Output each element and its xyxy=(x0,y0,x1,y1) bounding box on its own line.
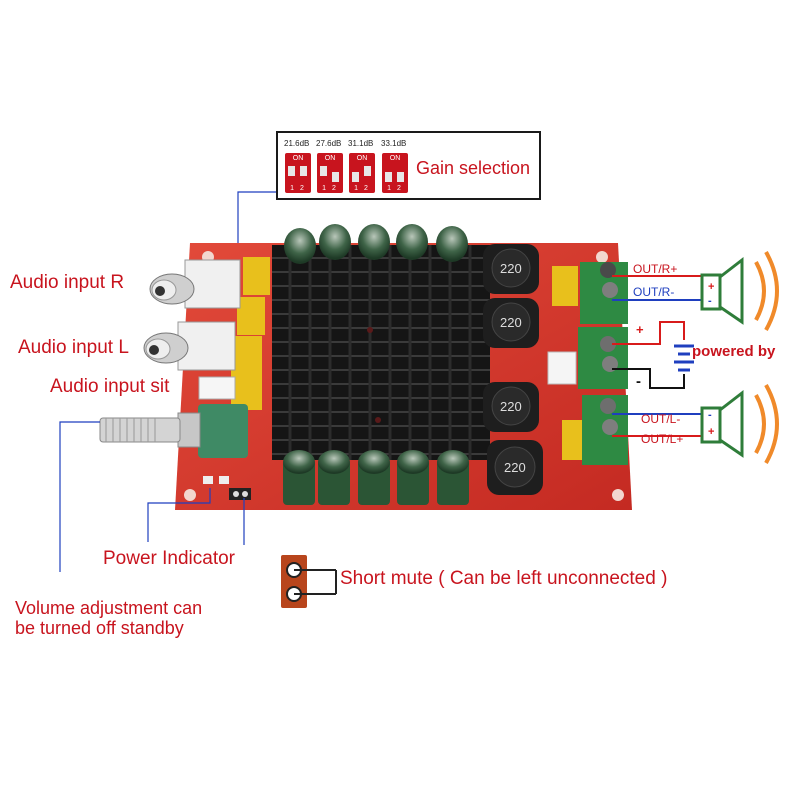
gain-option-label: 27.6dB xyxy=(316,139,342,148)
powered-by-label: powered by xyxy=(692,343,776,360)
mute-pins-board xyxy=(229,488,251,500)
out-r-minus-label: OUT/R- xyxy=(633,285,675,299)
gain-option-label: 33.1dB xyxy=(381,139,407,148)
dip-switch: ON 1 2 xyxy=(349,153,375,193)
dip-numbers: 1 2 xyxy=(290,185,306,192)
gain-option-label: 31.1dB xyxy=(348,139,374,148)
terminal-minus-r: - xyxy=(708,295,712,307)
power-indicator-label: Power Indicator xyxy=(103,548,236,569)
terminal-minus-l: - xyxy=(708,409,712,421)
dip-switch: ON 1 2 xyxy=(285,153,311,193)
short-mute-label: Short mute ( Can be left unconnected ) xyxy=(340,568,668,589)
speaker-terminal-l xyxy=(582,395,628,465)
rca-jack-l xyxy=(143,321,236,371)
out-r-plus-label: OUT/R+ xyxy=(633,262,678,276)
capacitors-top xyxy=(284,224,468,264)
terminal-plus-l: + xyxy=(708,426,714,438)
inductor-label: 220 xyxy=(504,460,526,475)
gain-option-label: 21.6dB xyxy=(284,139,310,148)
audio-input-r-label: Audio input R xyxy=(10,272,125,293)
inductors xyxy=(483,244,543,495)
out-l-minus-label: OUT/L- xyxy=(641,412,681,426)
audio-input-l-label: Audio input L xyxy=(18,337,129,358)
gain-selection-box: 21.6dB 27.6dB 31.1dB 33.1dB ON 1 2 ON 1 … xyxy=(276,131,541,200)
dip-switch: ON 1 2 xyxy=(382,153,408,193)
short-mute-connector xyxy=(281,555,337,608)
film-capacitors xyxy=(231,257,586,460)
out-l-plus-label: OUT/L+ xyxy=(641,432,684,446)
heatsink xyxy=(272,245,490,460)
volume-adjustment-label-line2: be turned off standby xyxy=(15,618,184,638)
power-minus: - xyxy=(636,373,641,390)
terminal-plus-r: + xyxy=(708,281,714,293)
dip-on-label: ON xyxy=(292,155,304,162)
dip-on-label: ON xyxy=(356,155,368,162)
dip-on-label: ON xyxy=(389,155,401,162)
gain-selection-label: Gain selection xyxy=(416,158,531,178)
capacitors-bottom xyxy=(283,450,469,505)
volume-potentiometer xyxy=(99,404,248,458)
audio-input-sit-label: Audio input sit xyxy=(50,376,170,397)
leader-lines xyxy=(59,191,278,572)
dip-switch: ON 1 2 xyxy=(317,153,343,193)
output-wires xyxy=(612,275,704,437)
power-led xyxy=(203,476,229,484)
power-terminal xyxy=(547,327,628,389)
rca-jack-r xyxy=(149,259,241,309)
dip-numbers: 1 2 xyxy=(322,185,338,192)
dip-numbers: 1 2 xyxy=(387,185,403,192)
speaker-icon-left xyxy=(700,384,779,464)
speaker-terminal-r xyxy=(580,262,628,324)
inductor-label: 220 xyxy=(500,261,522,276)
power-wires xyxy=(612,321,694,389)
inductor-label: 220 xyxy=(500,315,522,330)
inductor-label: 220 xyxy=(500,399,522,414)
speaker-icon-right xyxy=(700,251,779,331)
dip-on-label: ON xyxy=(324,155,336,162)
power-plus: + xyxy=(636,322,644,337)
volume-adjustment-label-line1: Volume adjustment can xyxy=(15,598,203,618)
dip-numbers: 1 2 xyxy=(354,185,370,192)
audio-input-connector xyxy=(198,376,236,400)
